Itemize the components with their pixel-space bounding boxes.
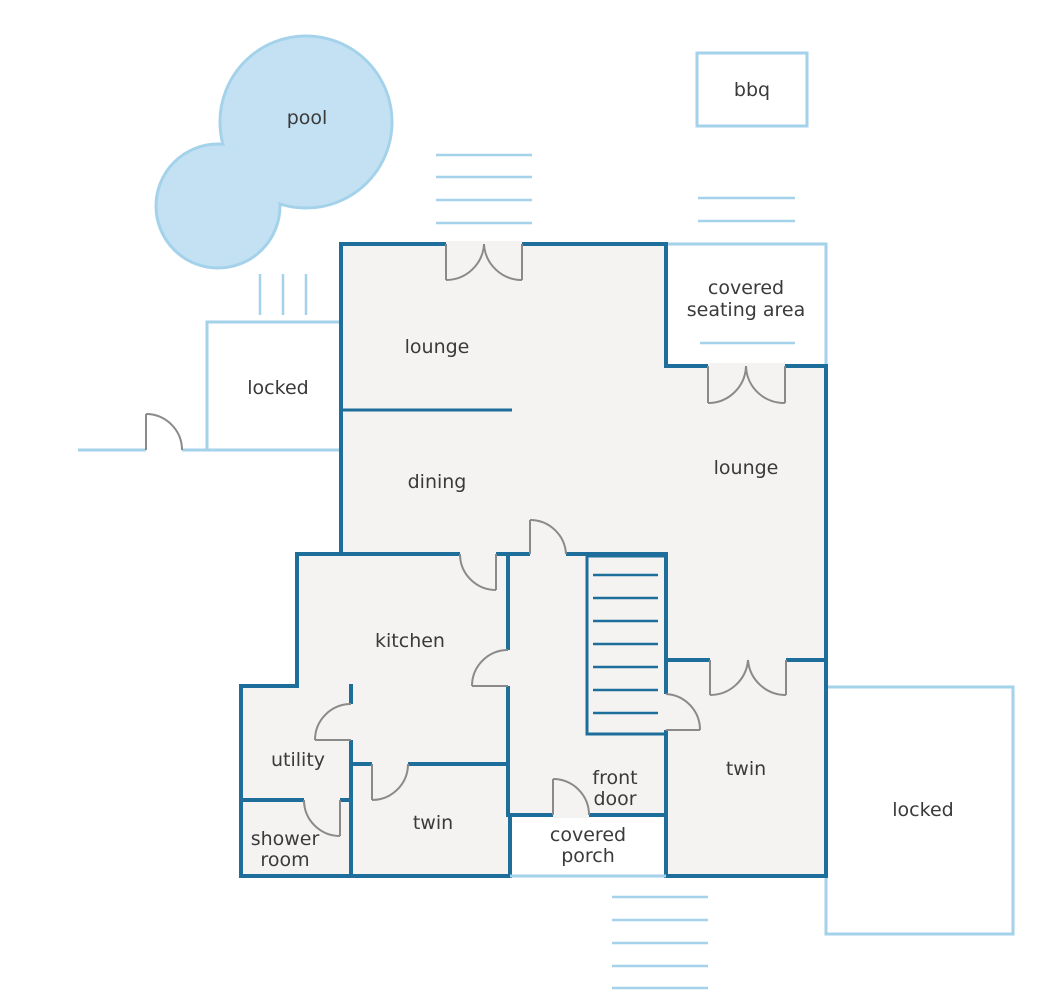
label-covered-porch-line2: porch [561, 845, 615, 867]
label-lounge-upper: lounge [405, 336, 470, 358]
label-covered-porch-line1: covered [550, 824, 626, 846]
label-shower-room-line1: shower [251, 828, 320, 850]
door-twin-center[interactable] [371, 761, 409, 801]
label-bbq: bbq [734, 79, 770, 101]
door-front-door[interactable] [552, 778, 590, 818]
bbq-area [695, 51, 809, 128]
label-dining: dining [408, 471, 467, 493]
steps-top-right [698, 196, 795, 223]
steps-left [258, 274, 308, 315]
label-covered-seating-line1: covered [708, 277, 784, 299]
locked-left-area [205, 320, 341, 450]
steps-bottom [612, 895, 708, 990]
door-utility-kitchen[interactable] [314, 703, 354, 741]
label-front-door-line2: door [593, 788, 636, 810]
door-lounge-right-double[interactable] [707, 363, 786, 405]
label-kitchen: kitchen [375, 630, 445, 652]
label-locked-left: locked [247, 377, 308, 399]
door-stairs-twin[interactable] [663, 693, 702, 731]
label-twin-center: twin [413, 812, 453, 834]
covered-porch-floor [510, 815, 666, 876]
door-twin-right-double[interactable] [709, 657, 787, 697]
pool [154, 34, 394, 270]
steps-top-center [436, 153, 532, 225]
house-floor [241, 244, 826, 876]
label-lounge-right: lounge [714, 457, 779, 479]
door-lounge-top-double[interactable] [445, 241, 523, 282]
label-locked-right: locked [892, 799, 953, 821]
label-covered-seating-line2: seating area [687, 299, 805, 321]
label-utility: utility [271, 749, 325, 771]
label-shower-room-line2: room [260, 849, 309, 871]
label-pool: pool [287, 107, 328, 129]
door-kitchen-hall[interactable] [471, 649, 511, 687]
covered-seating-area [666, 242, 828, 366]
staircase [585, 554, 668, 736]
door-outdoor-left[interactable] [145, 413, 183, 453]
door-kitchen-dining[interactable] [459, 551, 497, 591]
label-twin-right: twin [726, 758, 766, 780]
door-hall-dining[interactable] [529, 518, 567, 557]
label-front-door-line1: front [592, 767, 637, 789]
door-shower-room[interactable] [303, 797, 341, 837]
